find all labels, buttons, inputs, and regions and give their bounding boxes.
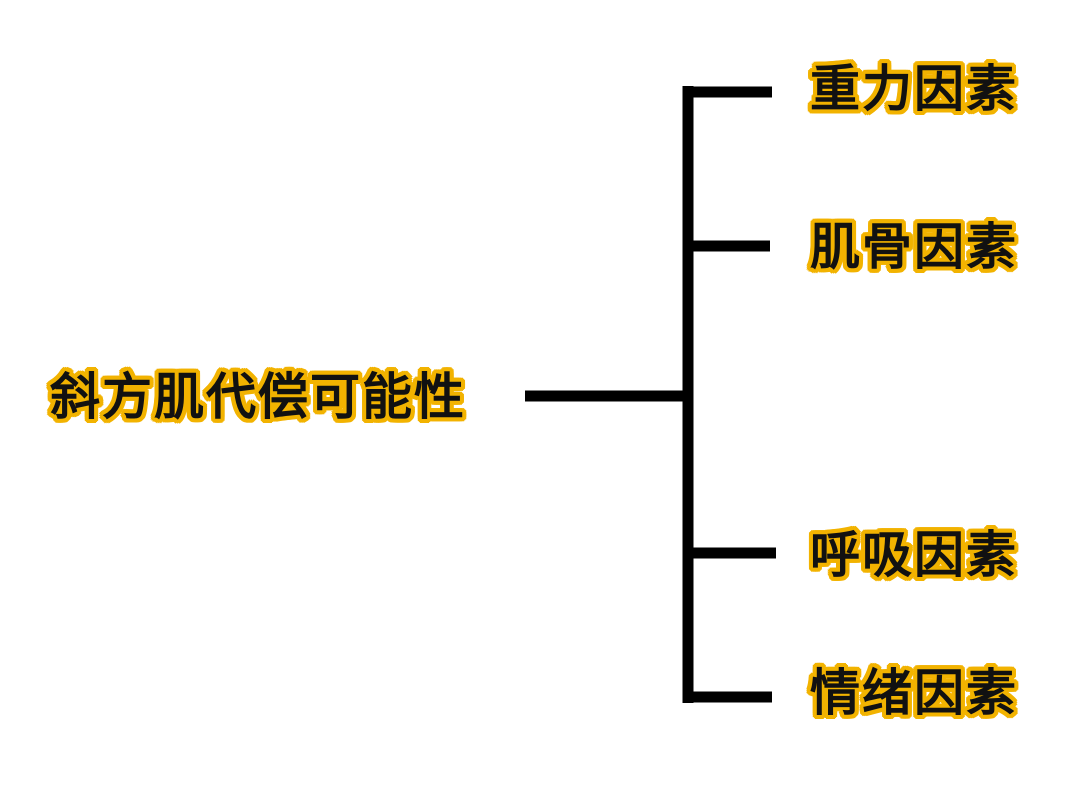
branch-label-emotion: 情绪因素 [810, 664, 1018, 722]
branch-label-musculoskeletal: 肌骨因素 [810, 218, 1018, 276]
branch-label-gravity: 重力因素 [810, 60, 1018, 118]
branch-label-breathing: 呼吸因素 [810, 526, 1018, 584]
root-node-label: 斜方肌代偿可能性 [50, 368, 466, 426]
